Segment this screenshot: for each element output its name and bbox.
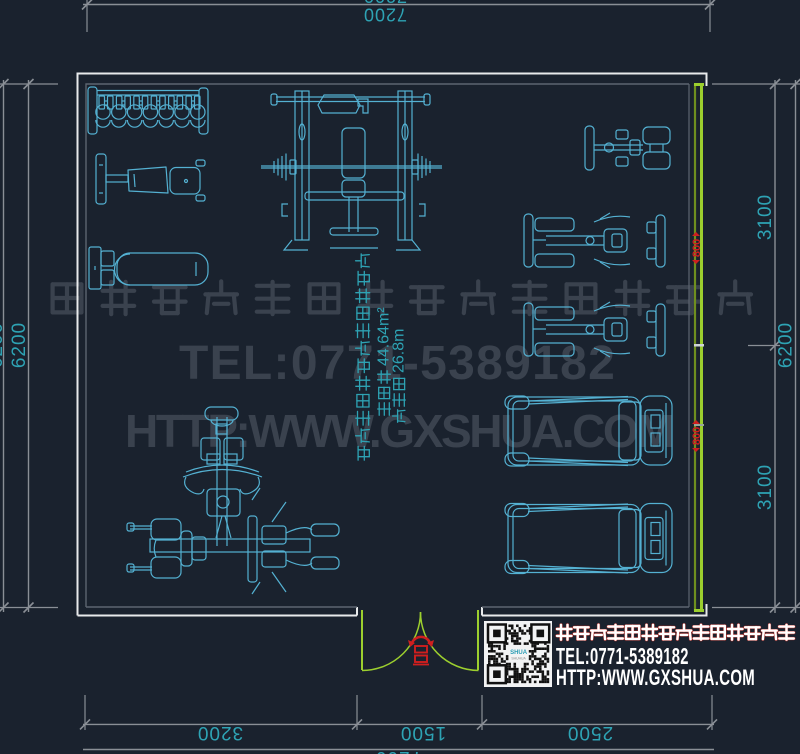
svg-text:SHUA: SHUA: [510, 650, 528, 656]
svg-text:3200: 3200: [197, 722, 243, 743]
svg-text:3100: 3100: [755, 194, 776, 240]
svg-text:7200: 7200: [363, 5, 407, 25]
svg-text:TEL:0771-5389182: TEL:0771-5389182: [556, 645, 689, 670]
svg-text:6200: 6200: [9, 322, 30, 368]
svg-text:HTTP:WWW.GXSHUA.COM: HTTP:WWW.GXSHUA.COM: [556, 665, 755, 690]
svg-text:26.8m: 26.8m: [391, 329, 408, 373]
svg-text:800: 800: [691, 427, 703, 445]
svg-text:800: 800: [691, 239, 703, 257]
svg-text:44.64m²: 44.64m²: [376, 307, 393, 366]
svg-text:7200: 7200: [375, 747, 421, 754]
svg-text:SHUHUA: SHUHUA: [511, 657, 526, 661]
svg-text:7200: 7200: [363, 0, 407, 6]
svg-text:6200: 6200: [0, 322, 7, 368]
svg-text:3100: 3100: [755, 464, 776, 510]
svg-text:1500: 1500: [400, 722, 446, 743]
svg-text:6200: 6200: [776, 322, 797, 368]
svg-text:HTTP:WWW.GXSHUA.COM: HTTP:WWW.GXSHUA.COM: [125, 405, 672, 457]
svg-text:TEL:0771-5389182: TEL:0771-5389182: [179, 337, 616, 390]
svg-text:2500: 2500: [567, 722, 613, 743]
